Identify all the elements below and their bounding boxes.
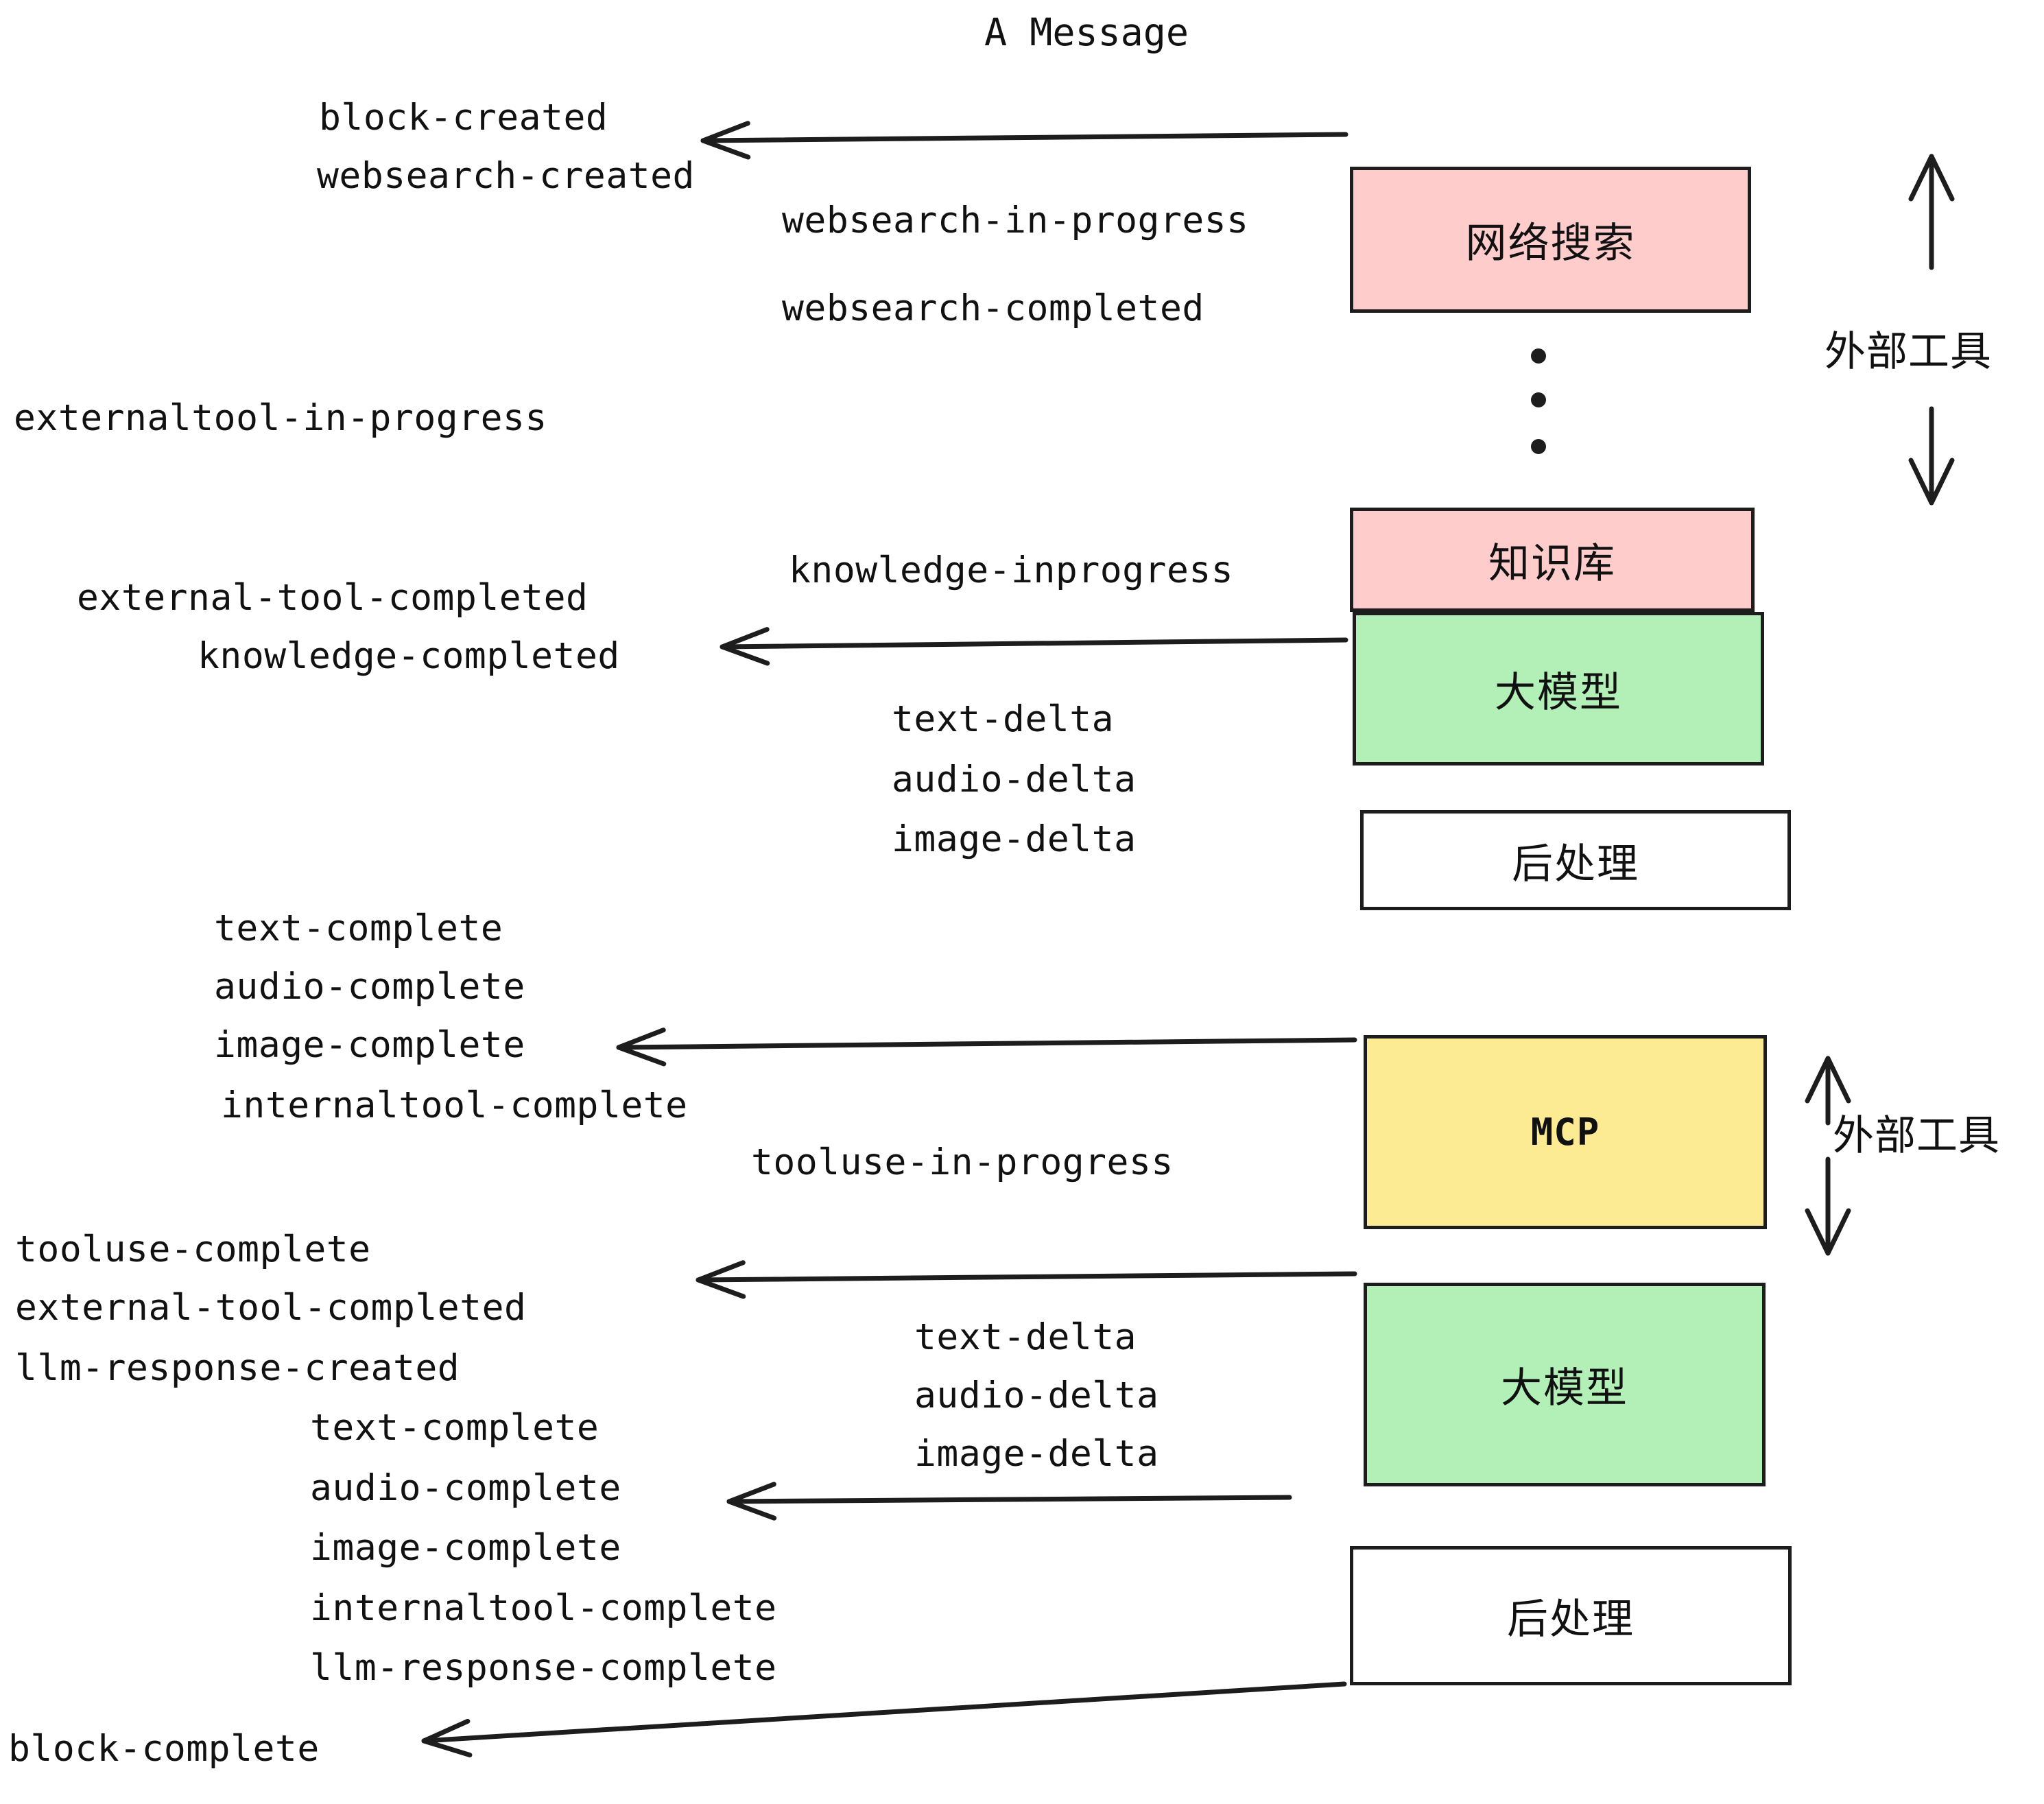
event-label-image-complete-1: image-complete	[214, 1024, 525, 1066]
event-label-tooluse-in-progress: tooluse-in-progress	[751, 1141, 1174, 1183]
event-label-text-complete-1: text-complete	[214, 907, 503, 949]
arrow-head	[1908, 154, 1955, 202]
node-websearch: 网络搜索	[1350, 167, 1751, 313]
event-label-block-complete: block-complete	[8, 1728, 320, 1770]
event-label-audio-delta-2: audio-delta	[914, 1375, 1159, 1416]
page-title: A Message	[984, 10, 1189, 54]
event-label-image-complete-2: image-complete	[310, 1527, 621, 1569]
arrow-head	[720, 627, 770, 666]
ext-tools-down-2	[1805, 1156, 1851, 1256]
arrow-block-created	[700, 121, 1348, 160]
event-label-internaltool-complete-1: internaltool-complete	[221, 1084, 688, 1126]
event-label-audio-delta-1: audio-delta	[892, 759, 1137, 800]
arrow-tooluse-complete	[696, 1260, 1357, 1299]
event-label-audio-complete-2: audio-complete	[310, 1467, 621, 1509]
arrow-head	[1908, 458, 1955, 506]
node-label: 知识库	[1488, 539, 1616, 588]
event-label-internaltool-complete-2: internaltool-complete	[310, 1587, 777, 1629]
ellipsis-dot-2	[1531, 392, 1546, 407]
event-label-tooluse-complete: tooluse-complete	[15, 1229, 371, 1270]
arrow-head	[1805, 1056, 1851, 1104]
event-label-knowledge-inprogress: knowledge-inprogress	[789, 549, 1234, 591]
event-label-image-delta-2: image-delta	[914, 1433, 1159, 1475]
event-label-websearch-in-progress: websearch-in-progress	[782, 200, 1249, 241]
arrow-knowledge-completed	[720, 627, 1348, 666]
node-knowledge: 知识库	[1350, 508, 1755, 612]
event-label-text-complete-2: text-complete	[310, 1407, 599, 1449]
arrow-head	[616, 1028, 667, 1067]
node-label: 网络搜索	[1465, 219, 1636, 268]
node-postprocess-1: 后处理	[1360, 810, 1791, 910]
arrow-head	[696, 1260, 746, 1299]
event-label-external-tool-completed-2: external-tool-completed	[15, 1287, 527, 1329]
node-llm-2: 大模型	[1364, 1283, 1766, 1486]
event-label-block-created: block-created	[319, 97, 608, 139]
node-label: 后处理	[1507, 1595, 1635, 1643]
side-label-external-tools-top: 外部工具	[1825, 328, 1992, 376]
event-label-llm-response-complete: llm-response-complete	[310, 1647, 777, 1689]
arrow-block-complete	[421, 1681, 1347, 1758]
node-mcp: MCP	[1364, 1035, 1767, 1229]
side-label-external-tools-bottom: 外部工具	[1833, 1112, 2000, 1160]
ext-tools-down-1	[1908, 406, 1955, 506]
event-label-websearch-created: websearch-created	[317, 155, 695, 197]
event-label-externaltool-in-progress: externaltool-in-progress	[14, 397, 547, 439]
event-label-audio-complete-1: audio-complete	[214, 966, 525, 1008]
event-label-text-delta-1: text-delta	[892, 698, 1115, 740]
node-label: 后处理	[1512, 840, 1639, 888]
node-label: MCP	[1530, 1111, 1600, 1154]
arrow-head	[421, 1718, 473, 1758]
arrow-audio-complete	[726, 1482, 1292, 1521]
event-label-image-delta-1: image-delta	[892, 818, 1137, 860]
event-label-text-delta-2: text-delta	[914, 1316, 1137, 1358]
ellipsis-dot-1	[1531, 348, 1546, 364]
event-label-knowledge-completed: knowledge-completed	[198, 635, 620, 677]
arrow-head	[1805, 1208, 1851, 1256]
ext-tools-up-1	[1908, 154, 1955, 270]
event-label-llm-response-created: llm-response-created	[15, 1347, 460, 1389]
arrow-head	[700, 121, 751, 160]
node-label: 大模型	[1495, 668, 1622, 717]
ellipsis-dot-3	[1531, 439, 1546, 454]
node-llm-1: 大模型	[1353, 612, 1764, 765]
arrow-head	[726, 1482, 777, 1521]
event-label-websearch-completed: websearch-completed	[782, 287, 1204, 329]
node-postprocess-2: 后处理	[1350, 1546, 1792, 1685]
arrow-image-complete	[616, 1028, 1357, 1067]
node-label: 大模型	[1501, 1364, 1628, 1412]
event-label-external-tool-completed-1: external-tool-completed	[77, 577, 589, 619]
